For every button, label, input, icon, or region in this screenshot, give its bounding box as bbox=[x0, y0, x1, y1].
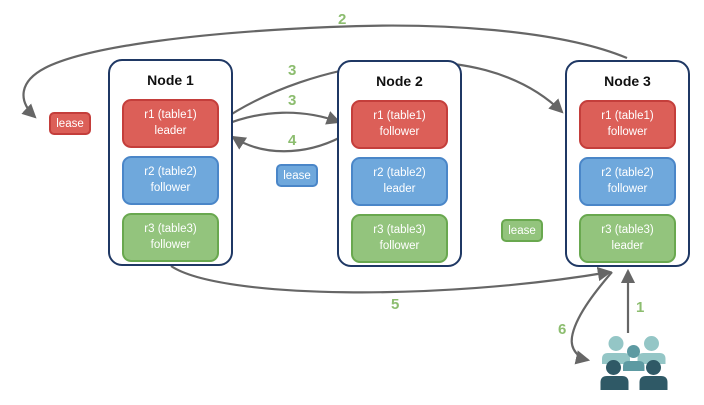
replica-role: leader bbox=[383, 182, 416, 195]
node-1-replica-r1: r1 (table1) leader bbox=[122, 99, 219, 148]
replica-role: leader bbox=[611, 239, 644, 252]
replica-role: leader bbox=[154, 124, 187, 137]
node-1-replica-r3: r3 (table3) follower bbox=[122, 213, 219, 262]
node-3: Node 3 r1 (table1) follower r2 (table2) … bbox=[565, 60, 690, 267]
lease-badge-table1: lease bbox=[49, 112, 91, 135]
replica-name: r3 (table3) bbox=[601, 224, 654, 237]
step-label-6: 6 bbox=[558, 321, 567, 338]
node-2-replica-r2: r2 (table2) leader bbox=[351, 157, 448, 206]
replica-role: follower bbox=[150, 181, 191, 194]
node-2-replica-r3: r3 (table3) follower bbox=[351, 214, 448, 263]
replica-name: r3 (table3) bbox=[373, 224, 426, 237]
node-2-title: Node 2 bbox=[376, 73, 423, 89]
step-label-3a: 3 bbox=[288, 62, 297, 79]
replica-name: r1 (table1) bbox=[601, 110, 654, 123]
arrow-step-5 bbox=[170, 265, 613, 294]
user-group-icon bbox=[600, 336, 668, 390]
replica-name: r2 (table2) bbox=[373, 167, 426, 180]
node-1-title: Node 1 bbox=[147, 72, 194, 88]
node-2-replica-r1: r1 (table1) follower bbox=[351, 100, 448, 149]
replica-role: follower bbox=[607, 182, 648, 195]
step-label-2: 2 bbox=[338, 11, 347, 28]
replica-name: r1 (table1) bbox=[144, 109, 197, 122]
arrow-step-4 bbox=[231, 135, 342, 153]
arrow-step-2 bbox=[21, 24, 628, 119]
lease-badge-table3: lease bbox=[501, 219, 543, 242]
step-label-5: 5 bbox=[391, 296, 400, 313]
replica-role: follower bbox=[379, 125, 420, 138]
node-1: Node 1 r1 (table1) leader r2 (table2) fo… bbox=[108, 59, 233, 266]
node-3-replica-r2: r2 (table2) follower bbox=[579, 157, 676, 206]
node-1-replica-r2: r2 (table2) follower bbox=[122, 156, 219, 205]
arrow-step-3-to-node2 bbox=[221, 111, 342, 128]
node-3-replica-r1: r1 (table1) follower bbox=[579, 100, 676, 149]
replica-role: follower bbox=[607, 125, 648, 138]
replica-role: follower bbox=[150, 238, 191, 251]
step-label-1: 1 bbox=[636, 299, 645, 316]
node-3-replica-r3: r3 (table3) leader bbox=[579, 214, 676, 263]
step-label-4: 4 bbox=[288, 132, 297, 149]
replica-name: r1 (table1) bbox=[373, 110, 426, 123]
arrow-step-6 bbox=[570, 271, 613, 365]
replica-name: r2 (table2) bbox=[144, 166, 197, 179]
node-2: Node 2 r1 (table1) follower r2 (table2) … bbox=[337, 60, 462, 267]
replica-role: follower bbox=[379, 239, 420, 252]
node-3-title: Node 3 bbox=[604, 73, 651, 89]
lease-badge-table2: lease bbox=[276, 164, 318, 187]
step-label-3b: 3 bbox=[288, 92, 297, 109]
replica-name: r3 (table3) bbox=[144, 223, 197, 236]
replica-name: r2 (table2) bbox=[601, 167, 654, 180]
